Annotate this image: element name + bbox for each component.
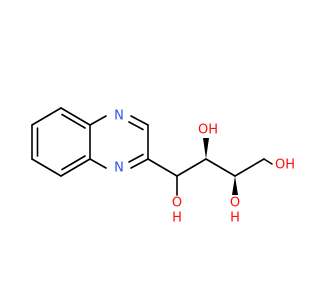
- bond-p5-inner: [128, 153, 144, 163]
- bond-b2: [31, 158, 62, 177]
- side-chain: [147, 138, 273, 196]
- bond-p3-inner: [128, 121, 144, 131]
- bond-c4-oh: [263, 158, 273, 165]
- atom-h-c3: H: [230, 211, 240, 226]
- bond-c2-c3: [205, 158, 236, 177]
- bond-p3: [130, 115, 149, 126]
- structure-canvas: N N OH O H O H OH: [31, 107, 296, 226]
- atom-h-c1: H: [172, 211, 182, 226]
- atom-n-bottom: N: [114, 161, 124, 176]
- atom-o-c3: O: [230, 196, 240, 211]
- atom-o-c1: O: [172, 196, 182, 211]
- bond-ring-c1: [147, 158, 178, 177]
- molecule-structure: N N OH O H O H OH: [31, 107, 295, 226]
- bond-c3-c4: [234, 158, 265, 177]
- wedge-c3-oh: [232, 176, 238, 195]
- bond-b6: [31, 107, 62, 126]
- pyrazine-ring: [89, 115, 149, 169]
- bond-b3-inner: [61, 155, 86, 171]
- atom-n-top: N: [114, 109, 124, 124]
- bond-c1-c2: [176, 158, 207, 177]
- atom-oh-c4: OH: [275, 158, 295, 173]
- bond-b5-inner: [61, 113, 86, 129]
- benzene-ring: [31, 107, 91, 177]
- bond-b3: [60, 158, 91, 177]
- bond-p2: [89, 158, 107, 169]
- bond-p1: [89, 115, 107, 126]
- atom-labels: N N OH O H O H OH: [114, 109, 295, 226]
- bond-b5: [60, 107, 91, 126]
- bond-p5: [130, 158, 149, 169]
- atom-oh-c2: OH: [198, 123, 218, 138]
- wedge-c2-oh: [203, 138, 209, 159]
